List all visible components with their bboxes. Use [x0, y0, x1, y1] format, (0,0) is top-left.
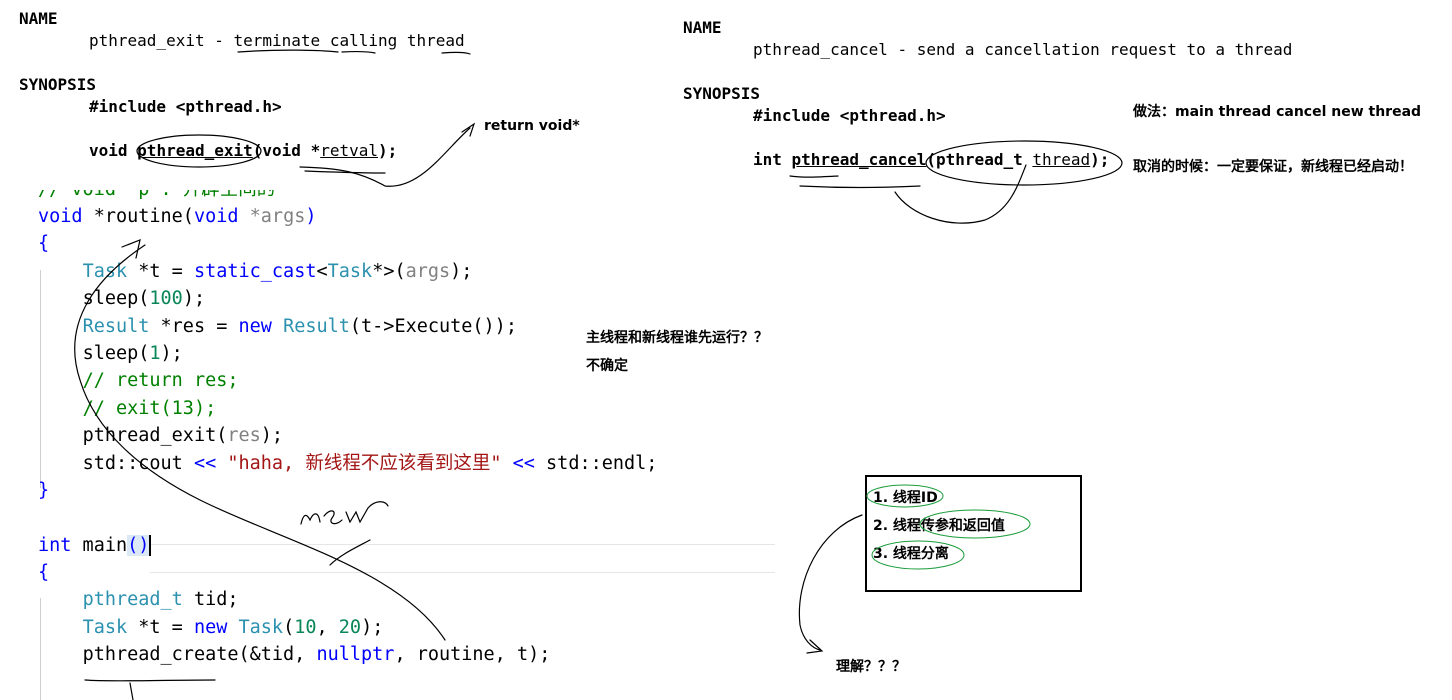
sig-param: retval	[320, 141, 378, 160]
code-line: pthread_exit(res);	[82, 425, 284, 447]
topic-item: 1. 线程ID	[873, 490, 938, 506]
sig-func: pthread_cancel	[791, 150, 927, 169]
man-left-synopsis-heading: SYNOPSIS	[19, 75, 97, 94]
current-line-highlight	[150, 544, 775, 573]
sig-param: thread	[1032, 150, 1091, 169]
code-line: Task *t = new Task(10, 20);	[82, 616, 384, 638]
sig-close: );	[1090, 150, 1110, 169]
code-line: {	[38, 233, 50, 255]
sig-func: pthread_exit	[137, 141, 253, 160]
sig-open: (pthread_t	[926, 150, 1033, 169]
man-right-synopsis-heading: SYNOPSIS	[683, 84, 761, 103]
code-line: // exit(13);	[82, 397, 217, 419]
code-line: void *routine(void *args)	[38, 206, 317, 227]
topic-item: 3. 线程分离	[873, 546, 949, 562]
man-left-include: #include <pthread.h>	[89, 97, 282, 116]
man-right-include: #include <pthread.h>	[753, 106, 946, 125]
code-line: pthread_create(&tid, nullptr, routine, t…	[82, 644, 551, 666]
note-approach: 做法：main thread cancel new thread	[1133, 104, 1422, 120]
man-left-signature: void pthread_exit(void *retval);	[89, 140, 397, 162]
code-editor[interactable]: // void *p : 开辟空间的 void *routine(void *a…	[38, 190, 657, 669]
indent-guide	[40, 270, 41, 488]
note-return-void: return void*	[484, 118, 580, 134]
man-left-name-heading: NAME	[19, 9, 58, 28]
man-right-signature: int pthread_cancel(pthread_t thread);	[753, 149, 1109, 171]
note-cancel-guarantee: 取消的时候：一定要保证，新线程已经启动！	[1133, 159, 1413, 175]
indent-guide	[40, 598, 41, 700]
man-right-name-line: pthread_cancel - send a cancellation req…	[753, 40, 1293, 59]
code-comment: // void *p : 开辟空间的	[38, 190, 657, 203]
note-understand: 理解？？？	[836, 659, 906, 675]
note-uncertain: 不确定	[586, 358, 628, 374]
code-line: }	[38, 479, 50, 501]
sig-open: (void *	[252, 141, 321, 160]
man-left-name-line: pthread_exit - terminate calling thread	[89, 31, 465, 50]
code-line: sleep(100);	[82, 288, 206, 310]
sig-void: void	[89, 141, 138, 160]
code-line: sleep(1);	[82, 342, 183, 364]
sig-close: );	[378, 141, 398, 160]
topic-item: 2. 线程传参和返回值	[873, 518, 1005, 534]
code-line: {	[38, 562, 50, 584]
code-line: // return res;	[82, 370, 239, 392]
code-line: Task *t = static_cast<Task*>(args);	[82, 260, 473, 282]
code-line: pthread_t tid;	[82, 589, 239, 611]
code-line	[38, 504, 657, 531]
topics-box: 1. 线程ID 2. 线程传参和返回值 3. 线程分离	[865, 475, 1082, 592]
sig-int: int	[753, 150, 792, 169]
code-line: std::cout << "haha, 新线程不应该看到这里" << std::…	[82, 452, 658, 474]
code-line: Result *res = new Result(t->Execute());	[82, 315, 517, 337]
code-line: int main()	[38, 534, 152, 556]
note-who-first: 主线程和新线程谁先运行？？	[586, 330, 768, 346]
man-right-name-heading: NAME	[683, 18, 722, 37]
